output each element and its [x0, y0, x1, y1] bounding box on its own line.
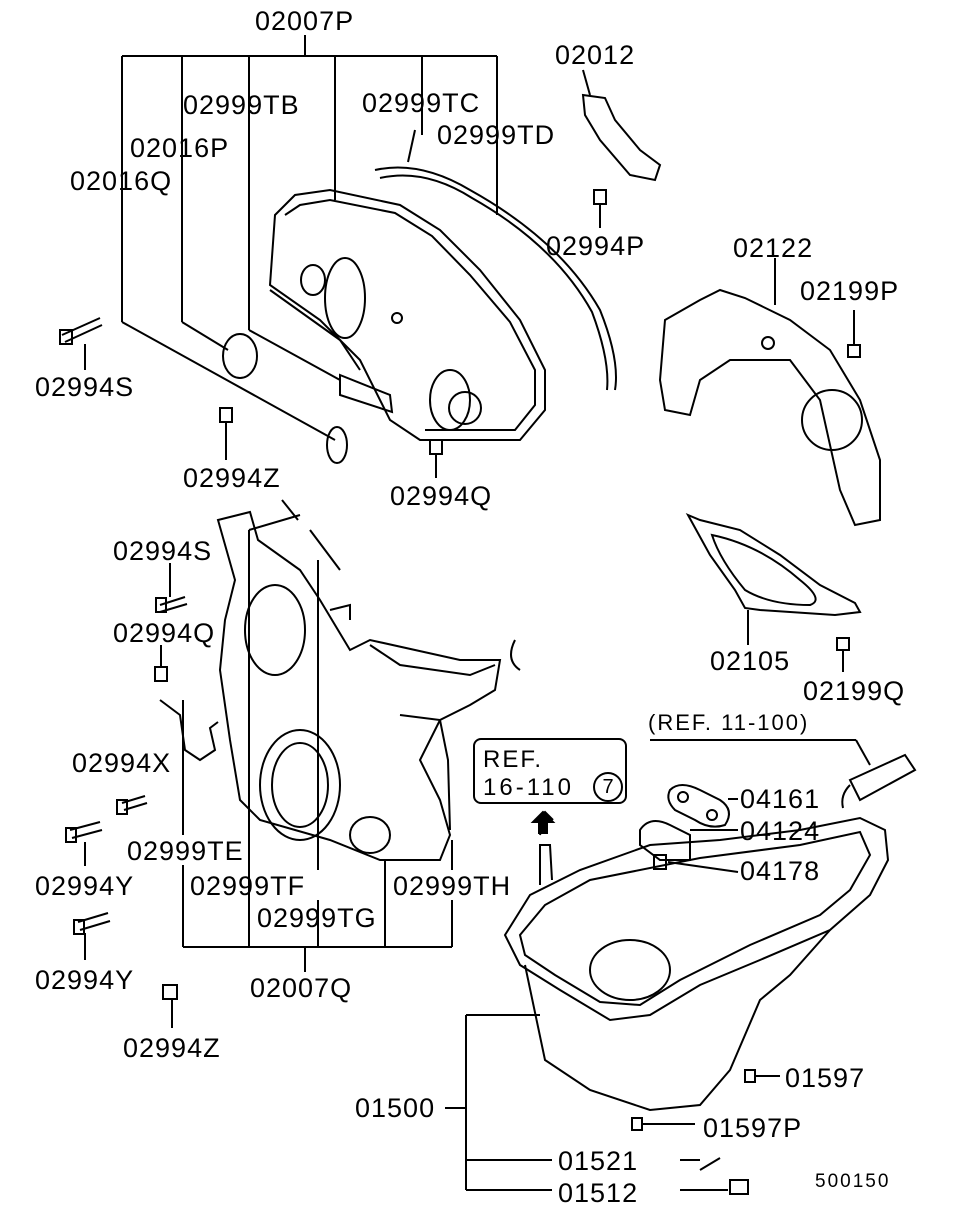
reference-box-line1: REF.	[483, 746, 544, 773]
part-label: 04124	[740, 816, 821, 846]
bolts	[59, 189, 861, 1131]
plate-02105	[685, 512, 862, 645]
part-label: 02994Z	[183, 463, 281, 493]
reference-box-circle: 7	[593, 772, 623, 802]
part-label: 01597	[785, 1063, 866, 1093]
part-label: 02999TH	[393, 871, 512, 901]
reference-box-line2: 16-110	[483, 774, 574, 801]
part-label: 01597P	[703, 1113, 803, 1143]
part-label: 02994Q	[390, 481, 493, 511]
part-label: 02007P	[255, 6, 355, 36]
part-label: 02994S	[35, 372, 135, 402]
part-label: 02122	[733, 233, 814, 263]
part-label: 02994Y	[35, 965, 135, 995]
part-label: 02999TG	[257, 903, 377, 933]
part-label: 02994P	[546, 231, 646, 261]
diagram-code: 500150	[815, 1171, 891, 1192]
part-label: 02994X	[72, 748, 172, 778]
part-label: 01521	[558, 1146, 639, 1176]
part-label: 01512	[558, 1178, 639, 1208]
part-label: 02994Y	[35, 871, 135, 901]
part-label: 02199P	[800, 276, 900, 306]
leader-lines-02007P	[121, 35, 498, 441]
upper-timing-cover	[268, 129, 546, 441]
part-label: 02994S	[113, 536, 213, 566]
plate-02122	[658, 258, 881, 527]
part-label: 04161	[740, 784, 821, 814]
reference-box: REF. 16-110 7	[473, 738, 627, 804]
up-arrow-icon	[530, 810, 556, 834]
oil-strainer-parts	[639, 784, 739, 873]
part-label: 02007Q	[250, 973, 353, 1003]
sealant-tube	[650, 739, 917, 809]
part-label: 04178	[740, 856, 821, 886]
lower-timing-cover	[159, 499, 521, 861]
part-label: 02994Z	[123, 1033, 221, 1063]
oil-pan	[445, 810, 890, 1195]
sealant-reference: (REF. 11-100)	[648, 710, 810, 735]
part-label: 02999TD	[437, 120, 556, 150]
part-label: 02994Q	[113, 618, 216, 648]
cap-plugs	[222, 333, 348, 464]
part-label: 02016Q	[70, 166, 173, 196]
part-label: 01500	[355, 1093, 436, 1123]
part-label: 02999TC	[362, 88, 481, 118]
part-label: 02016P	[130, 133, 230, 163]
part-label: 02199Q	[803, 676, 906, 706]
part-label: 02999TE	[127, 836, 244, 866]
part-label: 02999TB	[183, 90, 300, 120]
part-label: 02012	[555, 40, 636, 70]
part-label: 02999TF	[190, 871, 306, 901]
cover-seal-02999TD	[374, 166, 617, 391]
leader-lines-02007Q	[182, 514, 453, 972]
part-label: 02105	[710, 646, 791, 676]
cover-02012	[581, 69, 662, 182]
